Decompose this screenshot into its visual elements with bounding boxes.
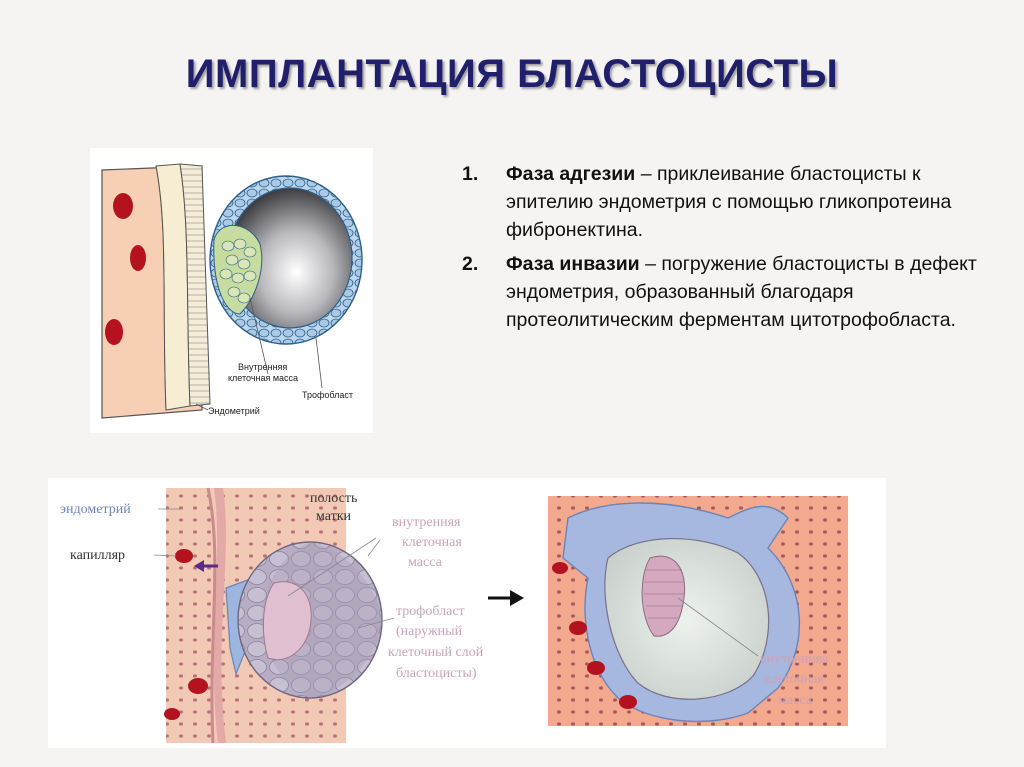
implantation-stages-diagram: эндометрий капилляр полость матки внутре… [48, 478, 886, 748]
trophoblast-label-3: клеточный слой [388, 645, 484, 660]
phase-name: Фаза адгезии [506, 163, 636, 185]
implantation-illustration: эндометрий капилляр полость матки внутре… [60, 487, 848, 744]
uterine-cavity-label-1: полость [310, 491, 357, 506]
inner-mass-label-2: клеточная масса [228, 373, 298, 383]
inner-mass-label-2: клеточная [402, 535, 462, 550]
inner-mass-right-label-1: внутренняя [760, 652, 829, 667]
inner-mass-right-label-2: клеточная [764, 672, 824, 687]
adhesion-illustration: Внутренняя клеточная масса Трофобласт Эн… [101, 163, 363, 419]
inner-mass-right-label-3: масса [778, 693, 813, 708]
phase-description: – приклеивание бластоцисты к эпителию эн… [506, 163, 952, 241]
trophoblast-label-4: бластоцисты) [396, 666, 477, 681]
trophoblast-label: Трофобласт [302, 390, 353, 400]
phase-name: Фаза инвазии [506, 253, 640, 275]
inner-mass-label-1: Внутренняя [238, 362, 287, 372]
endometrium-label: эндометрий [60, 502, 131, 517]
trophoblast-label-2: (наружный [396, 624, 463, 639]
adhesion-diagram: Внутренняя клеточная масса Трофобласт Эн… [90, 148, 373, 433]
inner-mass-label-3: масса [408, 555, 443, 570]
phase-item-invasion: 2. Фаза инвазии – погружение бластоцисты… [462, 250, 982, 334]
phase-description: – погружение бластоцисты в дефект эндоме… [506, 253, 977, 331]
phase-list: 1. Фаза адгезии – приклеивание бластоцис… [462, 160, 982, 340]
phase-item-adhesion: 1. Фаза адгезии – приклеивание бластоцис… [462, 160, 982, 244]
trophoblast-label-1: трофобласт [396, 604, 465, 619]
phase-number: 2. [462, 253, 479, 275]
phase-number: 1. [462, 163, 479, 185]
endometrium-label: Эндометрий [208, 406, 260, 416]
page-title: ИМПЛАНТАЦИЯ БЛАСТОЦИСТЫ [185, 52, 839, 96]
uterine-cavity-label-2: матки [316, 509, 352, 524]
inner-mass-label-1: внутренняя [392, 515, 461, 530]
capillary-label: капилляр [70, 548, 125, 563]
